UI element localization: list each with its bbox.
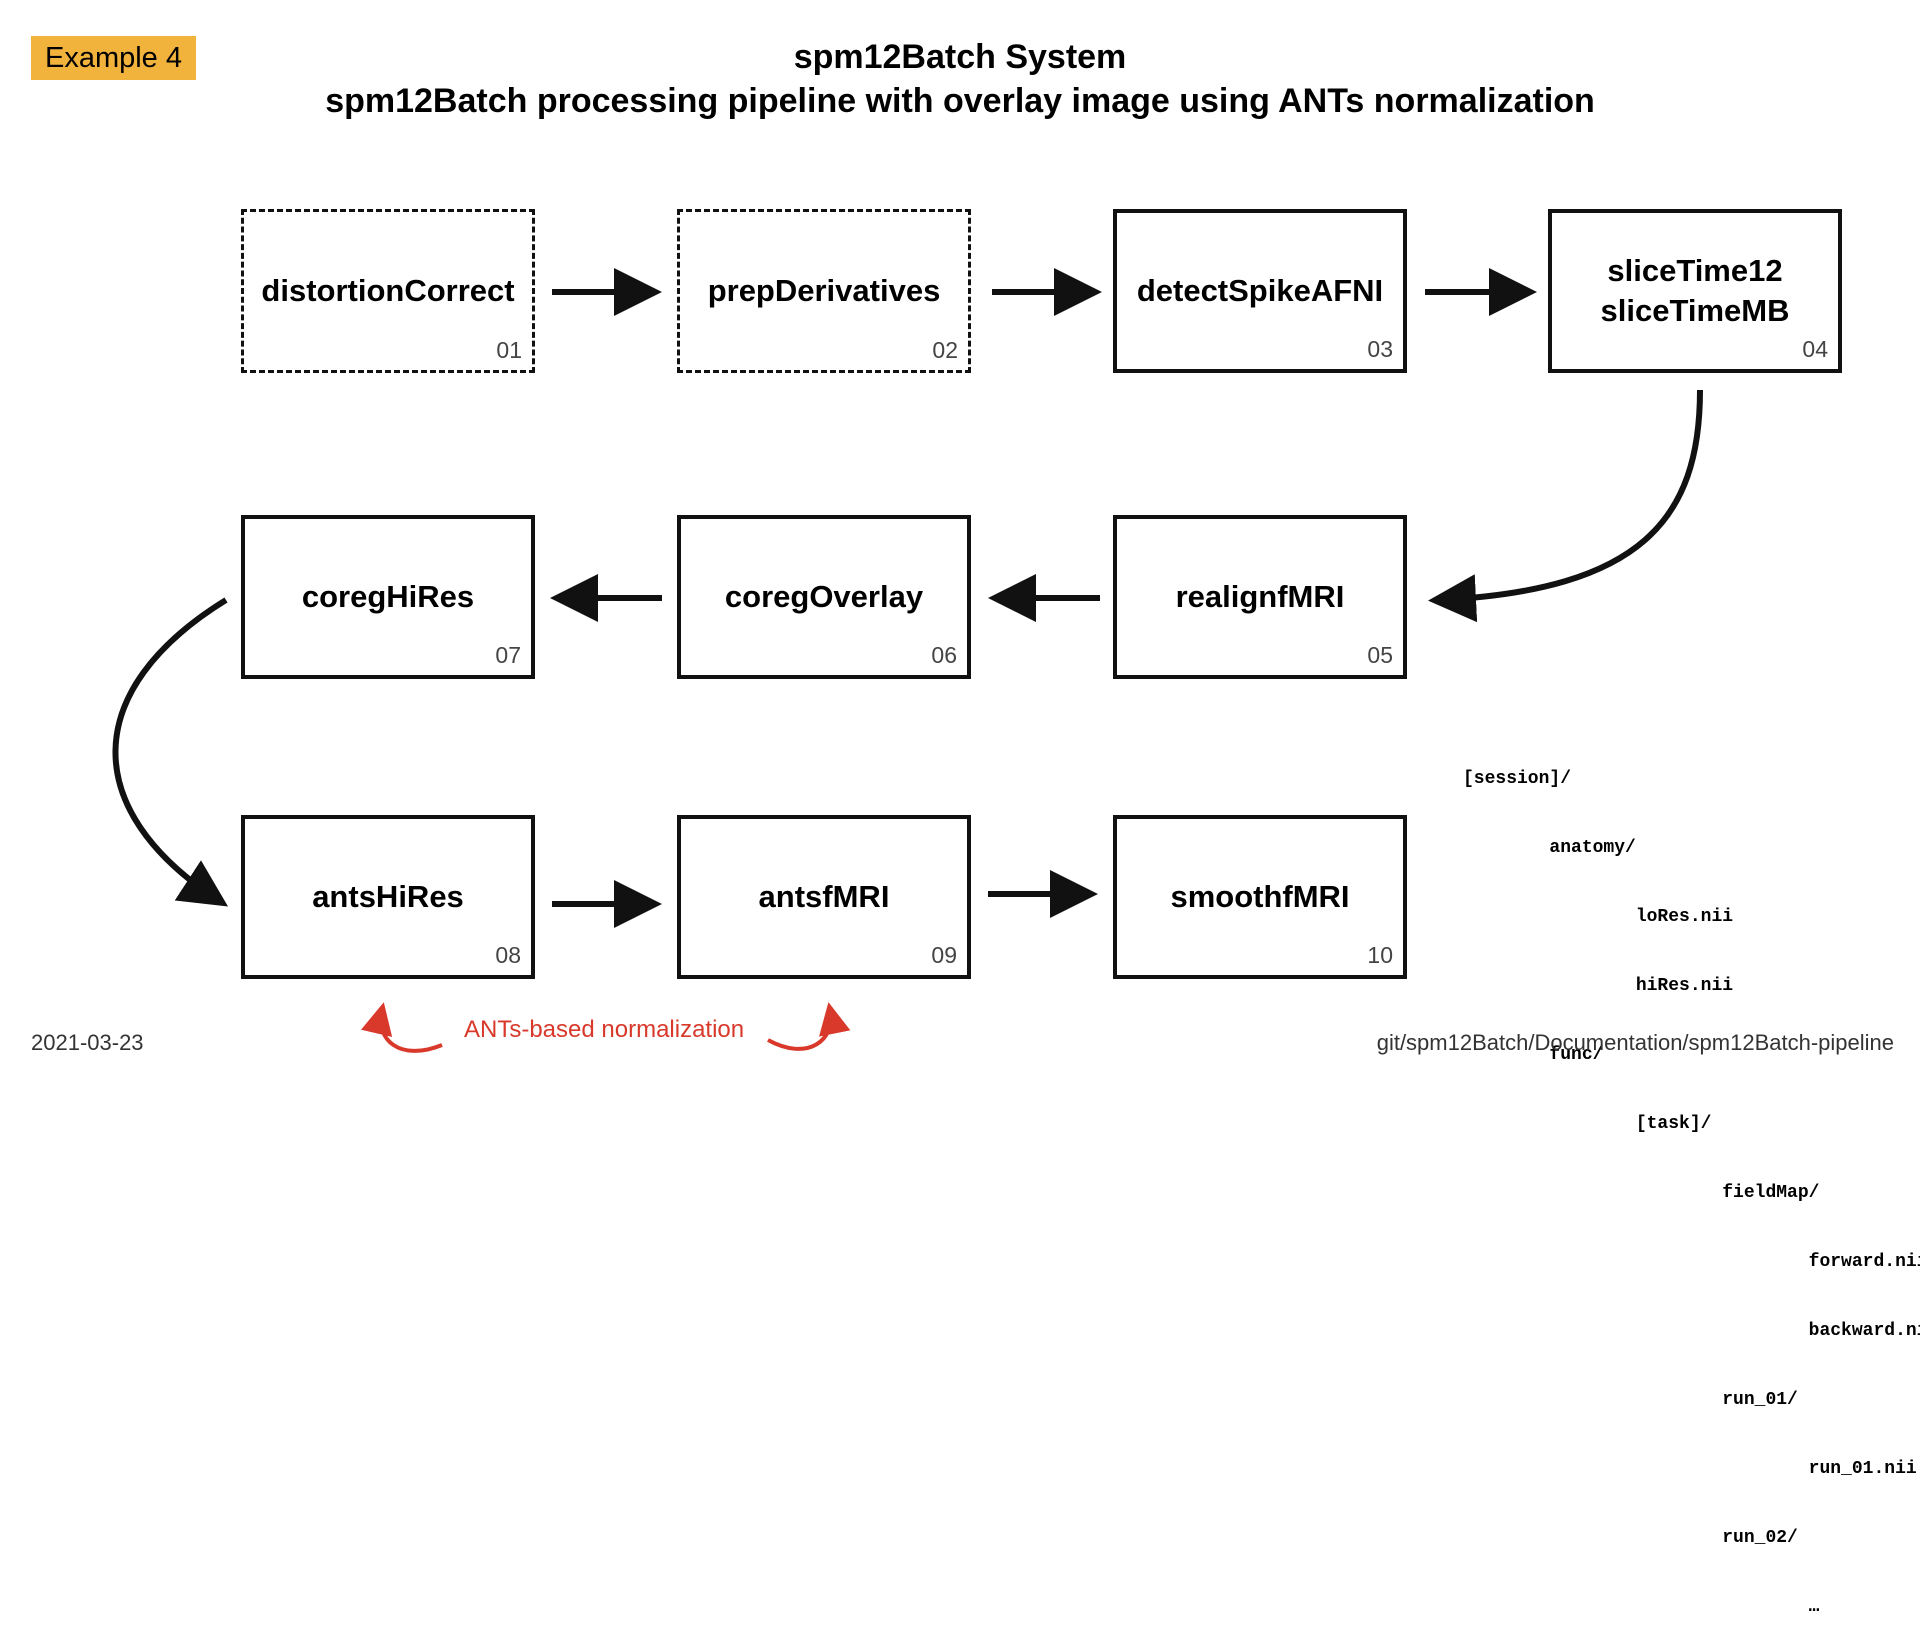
tree-line: backward.nii <box>1463 1321 1920 1341</box>
step-ants-fmri[interactable]: antsfMRI 09 <box>677 815 971 979</box>
tree-line: run_01.nii <box>1463 1459 1917 1479</box>
tree-line: forward.nii <box>1463 1252 1920 1272</box>
step-name: detectSpikeAFNI <box>1136 273 1384 308</box>
tree-line: func/ <box>1463 1045 1604 1065</box>
step-number: 04 <box>1802 336 1828 362</box>
step-prep-derivatives[interactable]: prepDerivatives 02 <box>677 209 971 373</box>
step-detect-spike-afni[interactable]: detectSpikeAFNI 03 <box>1113 209 1407 373</box>
tree-line: [session]/ <box>1463 769 1572 789</box>
step-number: 01 <box>496 337 522 363</box>
arrow-04-05 <box>1428 389 1703 623</box>
step-coreg-hires[interactable]: coregHiRes 07 <box>241 515 535 679</box>
flow-arrows <box>112 268 1703 1053</box>
step-ants-hires[interactable]: antsHiRes 08 <box>241 815 535 979</box>
step-distortion-correct[interactable]: distortionCorrect 01 <box>241 209 535 373</box>
step-number: 07 <box>495 642 521 668</box>
diagram-subtitle: spm12Batch processing pipeline with over… <box>325 82 1595 120</box>
norm-arrow-left <box>360 1002 443 1053</box>
step-smooth-fmri[interactable]: smoothfMRI 10 <box>1113 815 1407 979</box>
date-label: 2021-03-23 <box>31 1030 144 1055</box>
step-number: 02 <box>932 337 958 363</box>
tree-line: run_01/ <box>1463 1390 1798 1410</box>
tree-line: fieldMap/ <box>1463 1183 1820 1203</box>
step-number: 08 <box>495 942 521 968</box>
step-number: 05 <box>1367 642 1393 668</box>
step-realign-fmri[interactable]: realignfMRI 05 <box>1113 515 1407 679</box>
tree-line: run_02/ <box>1463 1528 1798 1548</box>
step-name: sliceTime12 sliceTimeMB <box>1600 253 1790 328</box>
tree-line: hiRes.nii <box>1463 976 1734 996</box>
step-name: smoothfMRI <box>1170 879 1350 914</box>
tree-line: anatomy/ <box>1463 838 1636 858</box>
tree-line: … <box>1463 1597 1820 1617</box>
step-number: 06 <box>931 642 957 668</box>
step-name: prepDerivatives <box>707 273 941 308</box>
step-name: antsHiRes <box>312 879 464 914</box>
source-path: git/spm12Batch/Documentation/spm12Batch-… <box>1376 1030 1894 1055</box>
step-number: 09 <box>931 942 957 968</box>
example-badge: Example 4 <box>31 36 196 80</box>
tree-line: [task]/ <box>1463 1114 1712 1134</box>
step-name: coregHiRes <box>301 579 475 614</box>
arrow-07-08 <box>112 597 229 907</box>
step-coreg-overlay[interactable]: coregOverlay 06 <box>677 515 971 679</box>
folder-tree: [session]/ anatomy/ loRes.nii hiRes.nii … <box>1463 722 1920 1642</box>
norm-arrow-right <box>767 1002 851 1051</box>
step-number: 10 <box>1367 942 1393 968</box>
step-slice-time[interactable]: sliceTime12 sliceTimeMB 04 <box>1548 209 1842 373</box>
normalization-annotation: ANTs-based normalization <box>464 1016 745 1043</box>
step-name: realignfMRI <box>1175 579 1345 614</box>
diagram-title: spm12Batch System <box>793 38 1127 76</box>
step-name: antsfMRI <box>758 879 890 914</box>
step-name: coregOverlay <box>724 579 924 614</box>
tree-line: loRes.nii <box>1463 907 1734 927</box>
step-name: distortionCorrect <box>261 273 515 308</box>
step-number: 03 <box>1367 336 1393 362</box>
